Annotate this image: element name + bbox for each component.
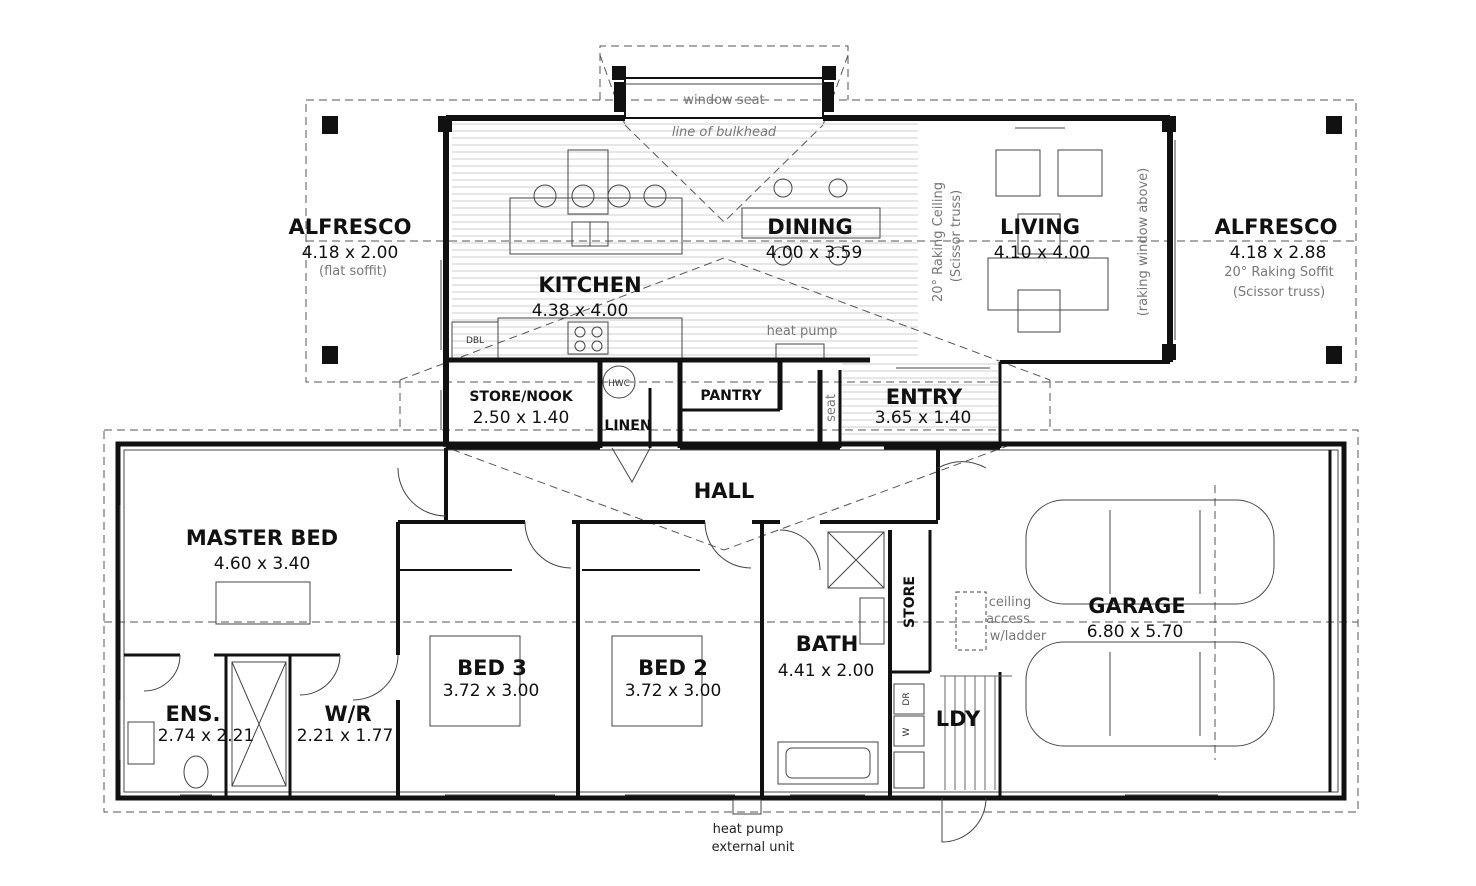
floorboard-hatching (452, 123, 998, 442)
heat-pump-external-note-2: external unit (712, 840, 795, 855)
kitchen-fixtures (451, 127, 1109, 359)
laundry-name: LDY (936, 707, 981, 731)
store-nook-name: STORE/NOOK (469, 389, 574, 405)
bed3-dim: 3.72 x 3.00 (443, 681, 540, 701)
washer-label: W (902, 727, 912, 736)
bed2-dim: 3.72 x 3.00 (625, 681, 722, 701)
raking-ceiling-note-2: (Scissor truss) (949, 190, 964, 282)
living-dim: 4.10 x 4.00 (994, 243, 1091, 263)
mid-walls (446, 357, 1002, 484)
heat-pump-note: heat pump (767, 324, 838, 339)
kitchen-dim: 4.38 x 4.00 (532, 301, 629, 321)
store-name: STORE (902, 576, 918, 628)
lower-wing-walls (115, 441, 1347, 843)
dryer-label: DR (902, 692, 912, 705)
alfresco-right-note2: (Scissor truss) (1233, 285, 1325, 300)
ceiling-access-note-3: w/ladder (990, 629, 1047, 644)
seat-note: seat (824, 394, 839, 422)
alfresco-right-note: 20° Raking Soffit (1224, 265, 1334, 280)
garage-dim: 6.80 x 5.70 (1087, 622, 1184, 642)
hall-name: HALL (694, 479, 755, 503)
alfresco-left-note: (flat soffit) (319, 264, 387, 279)
alfresco-left-dim: 4.18 x 2.00 (302, 243, 399, 263)
store-nook-dim: 2.50 x 1.40 (473, 408, 570, 428)
linen-name: LINEN (604, 418, 651, 434)
ceiling-access-note-1: ceiling (989, 595, 1031, 610)
dining-dim: 4.00 x 3.59 (766, 243, 863, 263)
master-bed-name: MASTER BED (186, 526, 338, 550)
pantry-name: PANTRY (700, 388, 762, 404)
alfresco-right-dim: 4.18 x 2.88 (1230, 243, 1327, 263)
raking-window-note: (raking window above) (1136, 168, 1151, 317)
wardrobe-dim: 2.21 x 1.77 (297, 726, 394, 746)
living-name: LIVING (1000, 215, 1080, 239)
upper-wing-walls (322, 66, 1342, 445)
hwc-label: HWC (608, 379, 630, 389)
raking-ceiling-note-1: 20° Raking Ceiling (931, 182, 946, 302)
bed2-name: BED 2 (638, 656, 708, 680)
plan-notes: window seat line of bulkhead heat pump h… (466, 93, 1151, 855)
ensuite-dim: 2.74 x 2.21 (158, 726, 255, 746)
heat-pump-external-note-1: heat pump (713, 822, 784, 837)
entry-name: ENTRY (886, 385, 963, 409)
dbl-label: DBL (466, 336, 484, 346)
alfresco-left-name: ALFRESCO (289, 215, 412, 239)
bulkhead-note: line of bulkhead (672, 125, 777, 140)
alfresco-right-name: ALFRESCO (1215, 215, 1338, 239)
bath-dim: 4.41 x 2.00 (778, 661, 875, 681)
ceiling-access-note-2: access (986, 612, 1030, 627)
entry-dim: 3.65 x 1.40 (875, 408, 972, 428)
window-seat-note: window seat (683, 93, 764, 108)
dining-name: DINING (767, 215, 852, 239)
kitchen-name: KITCHEN (538, 273, 641, 297)
bath-name: BATH (796, 632, 859, 656)
wardrobe-name: W/R (324, 702, 371, 726)
garage-name: GARAGE (1088, 594, 1186, 618)
room-labels: ALFRESCO 4.18 x 2.00 (flat soffit) ALFRE… (158, 215, 1338, 746)
bed3-name: BED 3 (457, 656, 527, 680)
ensuite-name: ENS. (165, 702, 220, 726)
master-bed-dim: 4.60 x 3.40 (214, 554, 311, 574)
